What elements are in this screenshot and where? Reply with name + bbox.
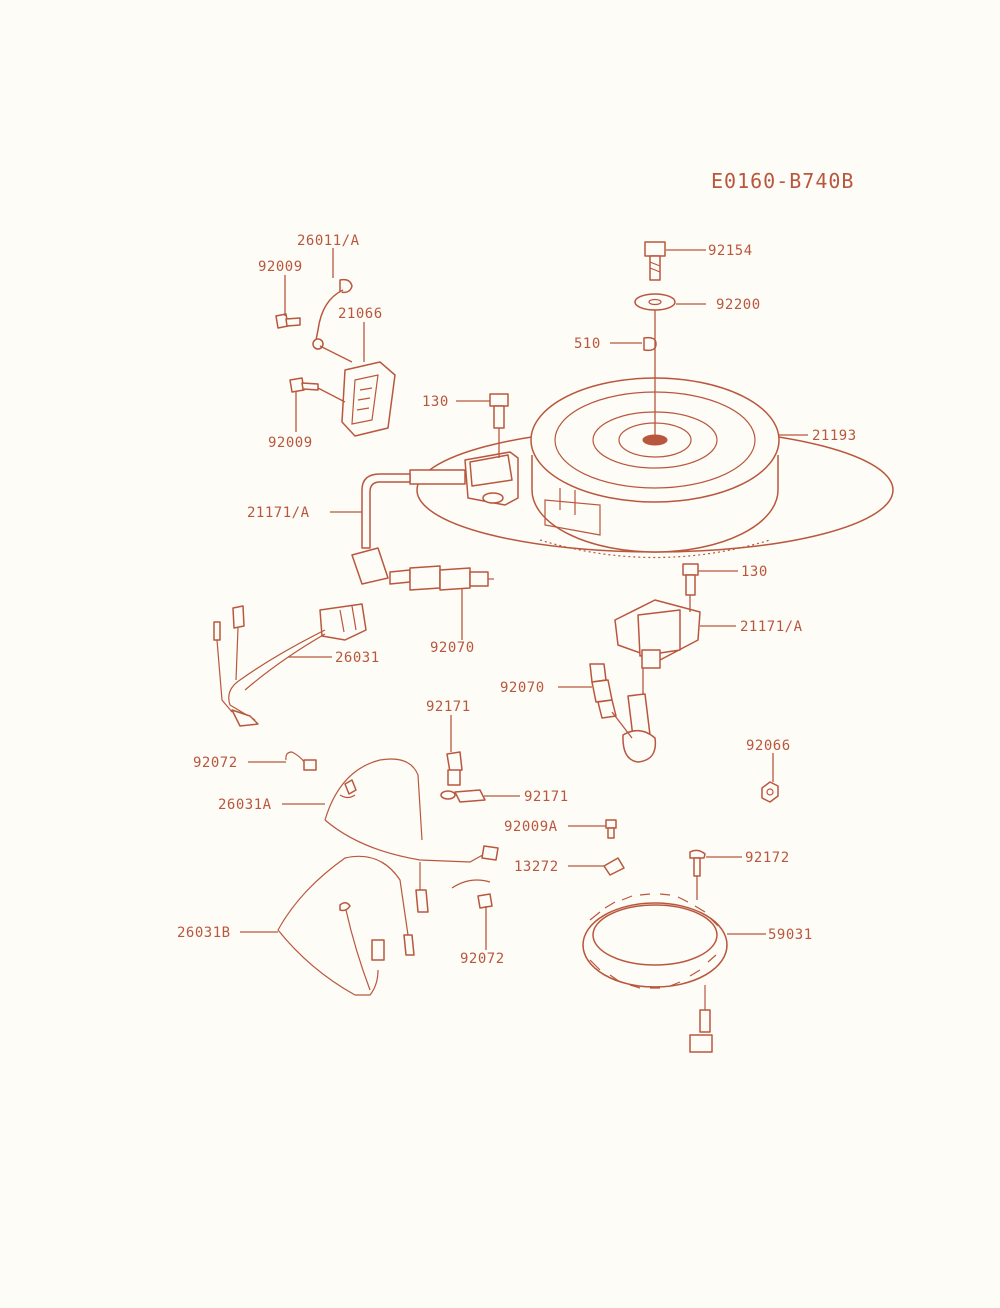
screw-92172 <box>689 849 706 877</box>
label-130-right: 130 <box>741 564 768 580</box>
washer-92200 <box>634 293 676 311</box>
bolt-130-top <box>489 393 509 429</box>
stator-59031 <box>582 893 728 1053</box>
regulator-21066 <box>341 361 396 437</box>
label-21066: 21066 <box>338 306 383 322</box>
spark-plug-92070-right <box>589 663 617 719</box>
label-59031: 59031 <box>768 927 813 943</box>
label-92009-bottom: 92009 <box>268 435 313 451</box>
key-510 <box>643 336 657 352</box>
label-92009A: 92009A <box>504 819 558 835</box>
label-26031B: 26031B <box>177 925 231 941</box>
label-92154: 92154 <box>708 243 753 259</box>
label-21171A-right: 21171/A <box>740 619 803 635</box>
label-510: 510 <box>574 336 601 352</box>
label-92200: 92200 <box>716 297 761 313</box>
label-92171-mid: 92171 <box>524 789 569 805</box>
diagram-code: E0160-B740B <box>711 169 854 193</box>
bolt-92154 <box>644 241 666 281</box>
label-92172: 92172 <box>745 850 790 866</box>
spark-plug-92070-left <box>389 565 494 591</box>
terminal-92171-top <box>446 751 463 786</box>
label-26031: 26031 <box>335 650 380 666</box>
bracket-13272 <box>603 857 625 876</box>
ignition-coil-21171A-right <box>614 599 701 763</box>
label-13272: 13272 <box>514 859 559 875</box>
flywheel-21193 <box>416 377 894 559</box>
label-21171A-left: 21171/A <box>247 505 310 521</box>
wiring-harness-26031 <box>213 603 367 727</box>
label-130-top: 130 <box>422 394 449 410</box>
leader-lines <box>240 248 808 950</box>
screw-92009-top <box>275 313 301 329</box>
label-92009-top: 92009 <box>258 259 303 275</box>
connector-92072-top <box>285 751 317 771</box>
label-92070-right: 92070 <box>500 680 545 696</box>
screw-92009-bottom <box>289 377 319 393</box>
ground-wire-26011A <box>312 278 353 350</box>
part-labels: 26011/A 92009 21066 92009 92154 92200 51… <box>177 233 857 967</box>
terminal-92171-mid <box>440 789 486 803</box>
label-26031A: 26031A <box>218 797 272 813</box>
label-92066: 92066 <box>746 738 791 754</box>
label-92070-left: 92070 <box>430 640 475 656</box>
bolt-130-right <box>682 563 699 596</box>
screw-92009A <box>605 819 617 839</box>
harness-26031B <box>277 855 415 996</box>
nut-92066 <box>761 781 779 803</box>
ignition-coil-21171A-left <box>351 451 519 585</box>
label-92171-top: 92171 <box>426 699 471 715</box>
label-26011A: 26011/A <box>297 233 360 249</box>
label-21193: 21193 <box>812 428 857 444</box>
connector-92072-bottom <box>451 879 493 909</box>
label-92072-top: 92072 <box>193 755 238 771</box>
harness-26031A <box>324 758 499 913</box>
label-92072-bottom: 92072 <box>460 951 505 967</box>
